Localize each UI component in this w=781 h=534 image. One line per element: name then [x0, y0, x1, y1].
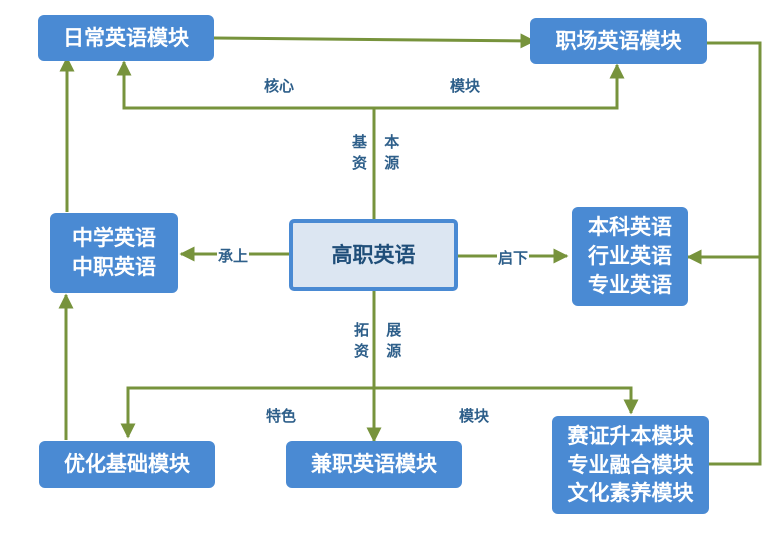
box-workplace-english: 职场英语模块 [530, 18, 707, 64]
box-middle-school-line-2: 中职英语 [72, 255, 156, 279]
box-contest-modules: 赛证升本模块 专业融合模块 文化素养模块 [552, 416, 709, 514]
label-expand-resource-line-1: 拓 展 [354, 321, 408, 339]
label-basic-resource: 基 本 资 源 [352, 132, 405, 174]
label-special: 特色 [266, 407, 297, 425]
label-module-top: 模块 [450, 77, 481, 95]
box-contest-line-3: 文化素养模块 [567, 481, 694, 506]
box-undergrad-line-1: 本科英语 [588, 215, 672, 240]
box-daily-english-label: 日常英语模块 [63, 25, 189, 50]
arrow-core-to-workplace [374, 63, 625, 110]
box-contest-line-2: 专业融合模块 [567, 452, 694, 477]
box-workplace-english-label: 职场英语模块 [555, 28, 682, 53]
line-contest-right [709, 257, 762, 466]
box-middle-school: 中学英语 中职英语 [50, 213, 178, 293]
box-daily-english: 日常英语模块 [38, 15, 214, 61]
label-expand-resource: 拓 展 资 源 [354, 320, 407, 362]
box-higher-vocational-english: 高职英语 [289, 219, 458, 291]
line-workplace-right [707, 41, 762, 257]
box-undergrad: 本科英语 行业英语 专业英语 [572, 207, 688, 306]
box-undergrad-line-3: 专业英语 [588, 272, 672, 297]
box-contest-line-1: 赛证升本模块 [567, 423, 694, 448]
arrow-special-to-contest [374, 386, 639, 415]
label-inherit: 承上 [217, 245, 250, 266]
box-parttime-english: 兼职英语模块 [286, 441, 462, 488]
box-optimize-basics-label: 优化基础模块 [64, 452, 190, 477]
box-undergrad-line-2: 行业英语 [588, 244, 672, 269]
label-next: 启下 [497, 247, 530, 268]
label-core: 核心 [264, 77, 295, 95]
label-module-bottom: 模块 [459, 407, 490, 425]
label-basic-resource-line-1: 基 本 [352, 133, 406, 151]
arrow-special-to-optimize [120, 386, 374, 439]
box-optimize-basics: 优化基础模块 [39, 441, 215, 488]
box-middle-school-line-1: 中学英语 [72, 226, 156, 251]
box-parttime-english-label: 兼职英语模块 [311, 452, 437, 477]
arrow-daily-to-workplace [213, 33, 536, 49]
arrow-core-to-daily [116, 60, 374, 110]
label-expand-resource-line-2: 资 源 [354, 342, 408, 360]
box-center-label: 高职英语 [331, 242, 416, 267]
label-basic-resource-line-2: 资 源 [352, 154, 406, 172]
